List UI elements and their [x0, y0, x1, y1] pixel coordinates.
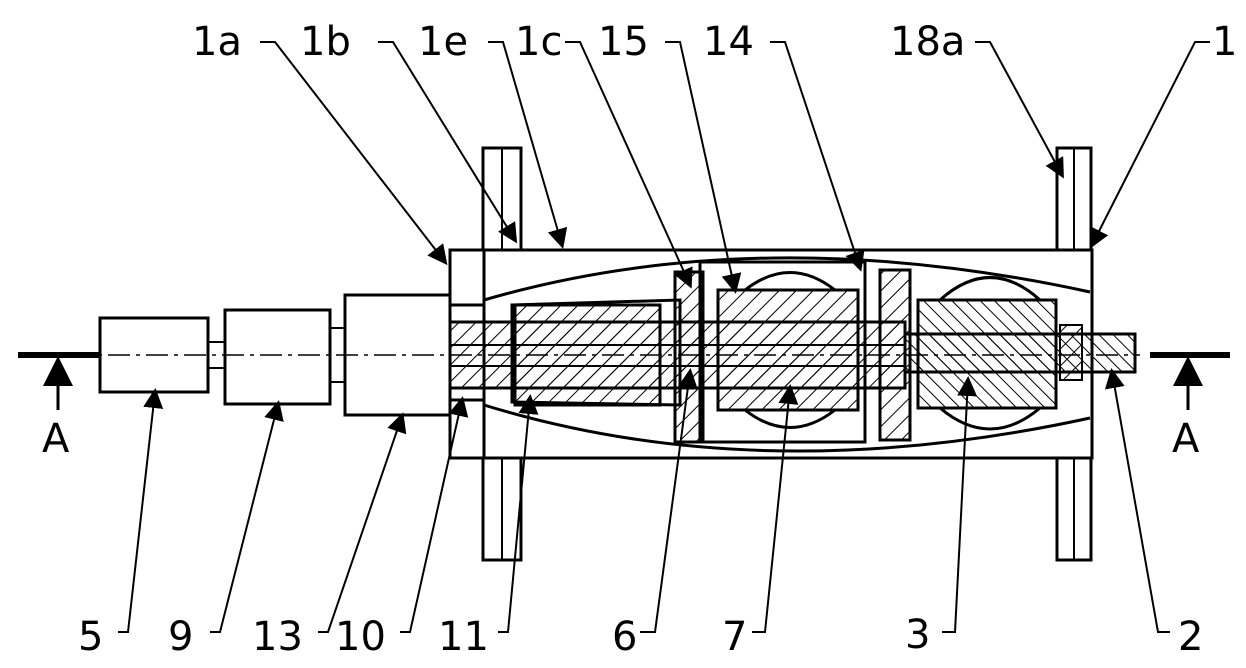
top-leaders	[260, 41, 1210, 294]
bottom-leaders	[118, 368, 1170, 633]
label-1e: 1e	[418, 19, 468, 65]
label-18a: 18a	[890, 19, 965, 65]
top-labels: 1a 1b 1e 1c 15 14 18a 1	[192, 19, 1237, 65]
label-11: 11	[438, 614, 489, 660]
label-1c: 1c	[515, 19, 562, 65]
section-label-right: A	[1172, 416, 1200, 462]
component-13	[343, 293, 452, 417]
bottom-labels: 5 9 13 10 11 6 7 3 2	[78, 612, 1203, 660]
label-5: 5	[78, 614, 103, 660]
label-2: 2	[1178, 614, 1203, 660]
label-1b: 1b	[300, 19, 351, 65]
right-flange	[1055, 146, 1093, 562]
label-6: 6	[612, 614, 637, 660]
label-7: 7	[722, 614, 747, 660]
label-9: 9	[168, 614, 193, 660]
label-1a: 1a	[192, 19, 242, 65]
component-9	[223, 308, 332, 406]
label-13: 13	[252, 614, 303, 660]
section-marker-left: A	[18, 352, 100, 462]
label-3: 3	[905, 612, 930, 658]
label-14: 14	[703, 19, 754, 65]
section-marker-right: A	[1150, 352, 1230, 462]
label-10: 10	[335, 614, 386, 660]
couplings	[208, 327, 345, 383]
label-15: 15	[598, 19, 649, 65]
section-label-left: A	[42, 416, 70, 462]
label-1: 1	[1212, 19, 1237, 65]
